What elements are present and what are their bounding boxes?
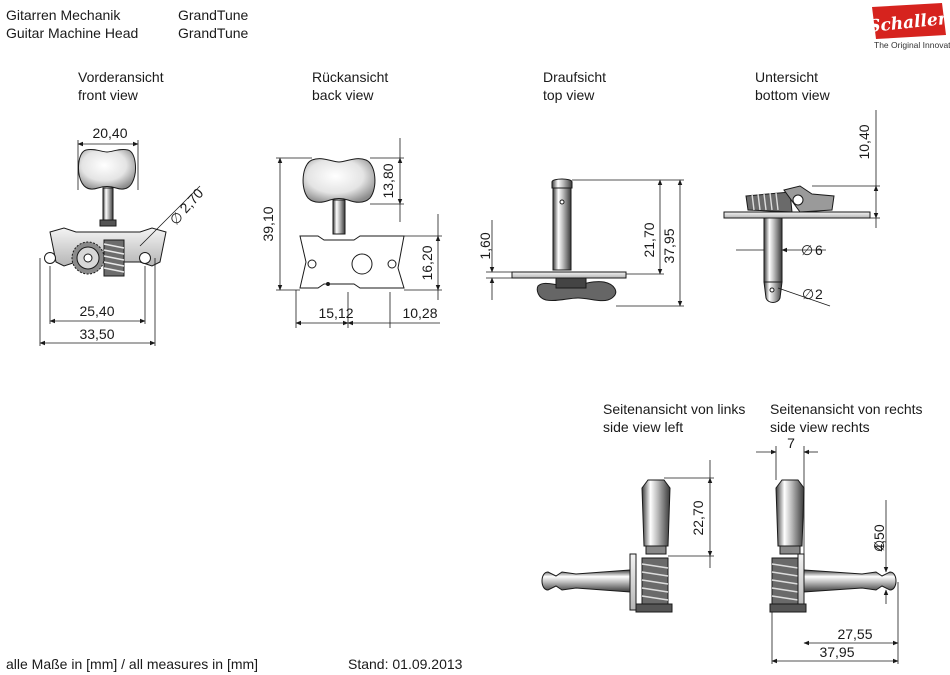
side-left-knob [641, 479, 671, 547]
model-name-2: GrandTune [178, 25, 249, 41]
dim-back-right-offset: 10,28 [402, 305, 437, 321]
side-left-post [541, 569, 631, 593]
back-bushing [351, 253, 373, 275]
dim-bottom-hole-diameter-symbol: ∅ [802, 286, 814, 302]
back-view-label-de: Rückansicht [312, 69, 389, 85]
dim-side-right-diameter-symbol: ∅ [871, 540, 887, 552]
logo-badge-icon: Schaller [867, 3, 949, 39]
side-right-post [803, 569, 897, 593]
dim-back-height-total: 39,10 [260, 206, 276, 241]
title-en: Guitar Machine Head [6, 25, 139, 41]
logo-tagline: The Original Innovators [874, 40, 950, 50]
top-view-label-en: top view [543, 87, 595, 103]
dim-top-plate-thickness: 1,60 [477, 232, 493, 259]
top-post [552, 187, 572, 271]
bottom-string-hole [769, 287, 775, 293]
dim-front-total-width: 33,50 [79, 326, 114, 342]
front-shaft [102, 187, 114, 223]
front-knob [78, 148, 136, 190]
dim-front-hole-spacing: 25,40 [79, 303, 114, 319]
bottom-view-drawing [723, 185, 871, 303]
dim-back-left-offset: 15,12 [318, 305, 353, 321]
front-view-drawing [44, 148, 167, 277]
dim-side-right-shaft-length: 27,55 [837, 626, 872, 642]
dim-front-diameter: 2,70 [176, 185, 206, 216]
back-view-label-en: back view [312, 87, 374, 103]
front-mount-hole-left [44, 252, 56, 264]
dim-bottom-post-diameter: 6 [815, 242, 823, 258]
dim-bottom-hole-diameter: 2 [815, 286, 823, 302]
side-left-dimensions [664, 460, 714, 568]
model-name-1: GrandTune [178, 7, 249, 23]
side-right-drawing [769, 479, 897, 613]
dim-side-left-knob-length: 22,70 [690, 500, 706, 535]
side-left-label-en: side view left [603, 419, 684, 435]
top-dimensions [486, 179, 684, 307]
date-stamp: Stand: 01.09.2013 [348, 656, 463, 672]
title-de: Gitarren Mechanik [6, 7, 121, 23]
back-mount-hole-left [307, 259, 317, 269]
side-left-label-de: Seitenansicht von links [603, 401, 746, 417]
bottom-view-label-en: bottom view [755, 87, 830, 103]
back-dimensions [276, 138, 442, 328]
side-left-plate [629, 553, 637, 611]
back-mount-hole-right [387, 259, 397, 269]
top-string-hole [559, 199, 565, 205]
bottom-plate [723, 211, 871, 219]
side-right-label-en: side view rechts [770, 419, 870, 435]
side-right-knob [775, 479, 805, 547]
dim-back-plate-height: 16,20 [419, 245, 435, 280]
front-view-label-de: Vorderansicht [78, 69, 164, 85]
side-right-label-de: Seitenansicht von rechts [770, 401, 923, 417]
dim-front-width-top: 20,40 [92, 125, 127, 141]
bottom-view-label-de: Untersicht [755, 69, 819, 85]
bottom-dimensions [736, 110, 880, 307]
top-view-drawing [511, 178, 627, 302]
dim-back-knob-height: 13,80 [380, 163, 396, 198]
dim-side-right-diameter: 4,50 [871, 524, 887, 551]
side-left-drawing [541, 479, 673, 613]
back-shaft [332, 199, 346, 235]
side-right-dimensions [756, 446, 899, 664]
back-knob [302, 158, 376, 203]
top-post-cap [551, 178, 573, 189]
top-plate [511, 271, 627, 279]
bottom-post [763, 217, 783, 283]
front-dimensions [39, 140, 201, 346]
dim-bottom-height: 10,40 [856, 124, 872, 159]
dim-side-right-total-length: 37,95 [819, 644, 854, 660]
dim-top-post-height: 21,70 [641, 222, 657, 257]
front-view-label-en: front view [78, 87, 138, 103]
schaller-logo: Schaller The Original Innovators [866, 3, 950, 51]
side-right-plate [797, 553, 805, 611]
back-view-drawing [299, 158, 405, 289]
back-center-hole [326, 282, 330, 286]
top-view-label-de: Draufsicht [543, 69, 607, 85]
dim-top-total-height: 37,95 [661, 228, 677, 263]
dim-side-right-post-width: 7 [787, 435, 795, 451]
dim-bottom-post-diameter-symbol: ∅ [801, 242, 813, 258]
front-mount-hole-right [139, 252, 151, 264]
units-note: alle Maße in [mm] / all measures in [mm] [6, 656, 259, 672]
